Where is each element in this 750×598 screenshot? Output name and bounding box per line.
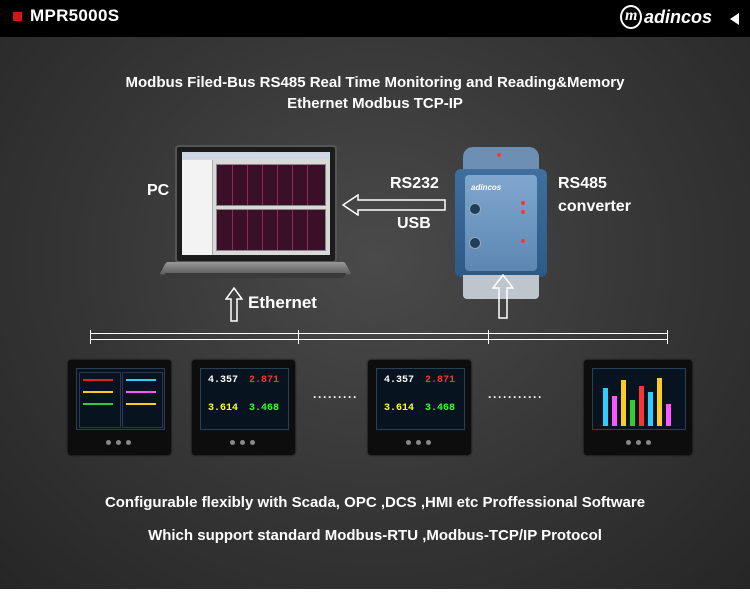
footer-line2: Which support standard Modbus-RTU ,Modbu… — [148, 527, 602, 544]
reading-value: 2.871 — [425, 375, 456, 386]
converter-terminal-block — [463, 275, 539, 299]
rs485-bus-line — [90, 330, 668, 344]
reading-value: 3.614 — [208, 403, 239, 414]
paperless-recorder: 4.357 2.871 3.614 3.468 — [368, 360, 471, 455]
up-arrow-icon — [492, 274, 514, 319]
up-arrow-icon — [225, 287, 243, 322]
pc-label: PC — [147, 182, 170, 199]
diagram-title-line2: Ethernet Modbus TCP-IP — [287, 95, 463, 112]
reading-value: 4.357 — [208, 375, 239, 386]
logo-arrow-icon — [730, 13, 739, 25]
rs485-converter-device: adincos — [455, 147, 547, 304]
reading-value: 3.614 — [384, 403, 415, 414]
logo-text: adincos — [644, 7, 713, 27]
footer-line1: Configurable flexibly with Scada, OPC ,D… — [104, 494, 646, 511]
ellipsis-dots: ········· — [313, 390, 358, 404]
model-title: MPR5000S — [30, 6, 120, 25]
laptop-image — [159, 145, 352, 325]
converter-label: converter — [558, 198, 631, 215]
header-bar: MPR5000S m adincos — [0, 0, 750, 37]
ellipsis-dots: ··········· — [488, 390, 543, 404]
paperless-recorder — [68, 360, 171, 455]
ethernet-label: Ethernet — [248, 293, 317, 312]
paperless-recorder: 4.357 2.871 3.614 3.468 — [192, 360, 295, 455]
red-square-icon — [13, 12, 22, 21]
reading-value: 2.871 — [249, 375, 280, 386]
logo-mark-icon: m — [620, 5, 642, 29]
reading-value: 3.468 — [425, 403, 456, 414]
usb-label: USB — [397, 215, 431, 232]
bargraph-display — [592, 368, 686, 430]
paperless-recorder — [584, 360, 692, 455]
diagram-panel: Modbus Filed-Bus RS485 Real Time Monitor… — [0, 37, 750, 589]
brand-logo: m adincos — [620, 3, 740, 33]
left-arrow-icon — [342, 194, 446, 216]
converter-brand: adincos — [471, 183, 502, 192]
software-trend-plot — [216, 164, 326, 206]
software-trend-plot — [216, 209, 326, 251]
laptop-screen — [175, 145, 337, 263]
rs485-label: RS485 — [558, 175, 607, 192]
rs232-label: RS232 — [390, 175, 439, 192]
reading-value: 4.357 — [384, 375, 415, 386]
diagram-title-line1: Modbus Filed-Bus RS485 Real Time Monitor… — [125, 74, 625, 91]
reading-value: 3.468 — [249, 403, 280, 414]
